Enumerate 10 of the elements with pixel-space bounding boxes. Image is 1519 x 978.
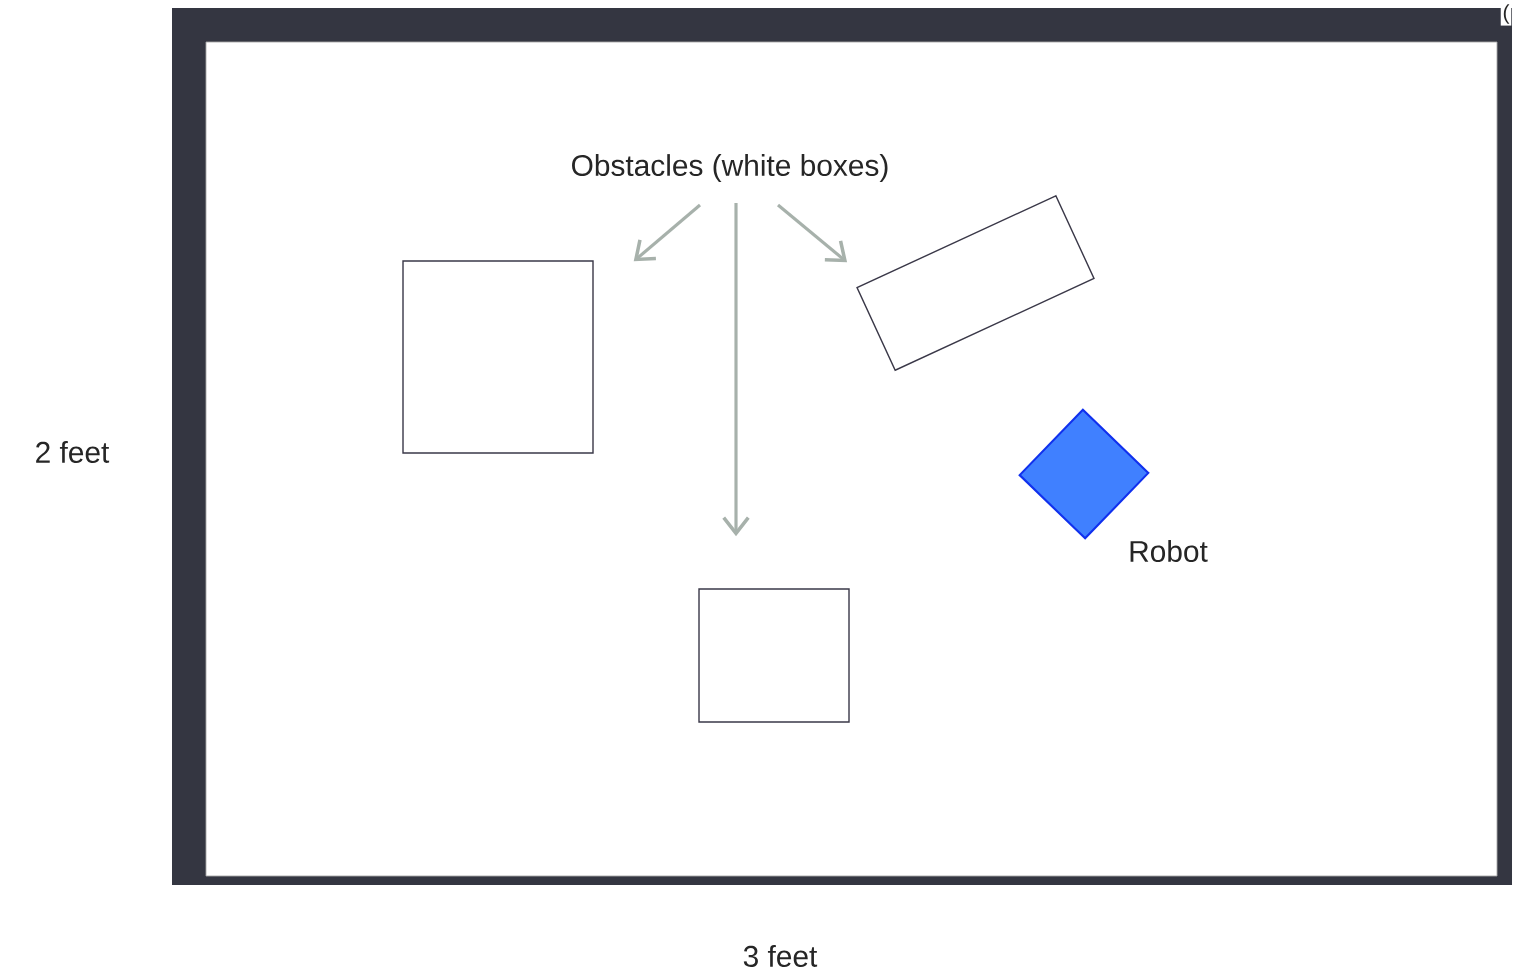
arrow [633, 203, 702, 262]
dimension-label: 2 feet [36, 441, 110, 463]
arrow [722, 203, 750, 537]
arrow [777, 203, 848, 263]
partial-text: ( [1500, 2, 1512, 26]
caption-text: Obstacles (white boxes) [572, 154, 888, 182]
obstacle-box [698, 588, 850, 723]
dimension-label: 3 feet [743, 945, 818, 967]
obstacle-box [402, 260, 594, 454]
robot-label: Robot [1130, 540, 1208, 562]
